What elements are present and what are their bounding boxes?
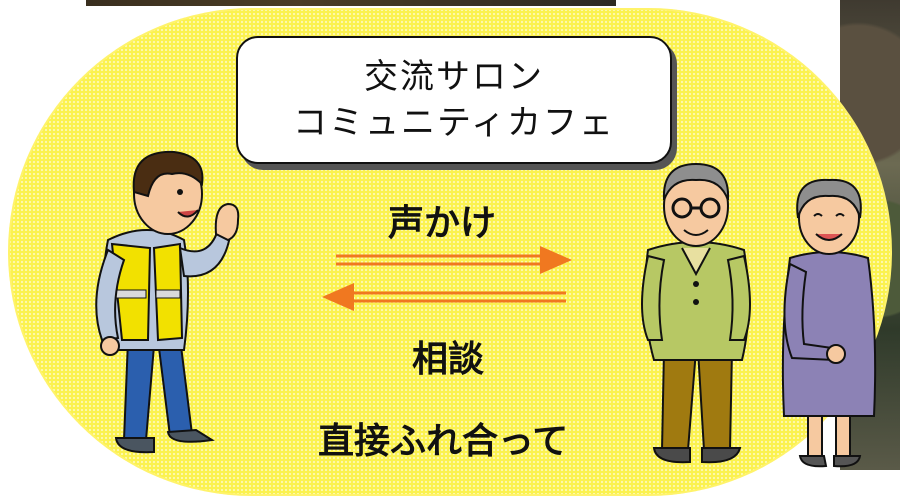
label-call-out: 声かけ bbox=[388, 203, 497, 244]
title-line-2: コミュニティカフェ bbox=[293, 103, 615, 143]
label-direct-contact: 直接ふれ合って bbox=[318, 421, 569, 462]
elderly-man-icon bbox=[641, 162, 751, 464]
arrow-right bbox=[336, 246, 572, 274]
background-photo-strip bbox=[86, 0, 616, 6]
label-consultation: 相談 bbox=[412, 339, 485, 380]
title-box: 交流サロン コミュニティカフェ bbox=[236, 36, 672, 164]
volunteer-waving-icon bbox=[95, 150, 240, 454]
title-line-1: 交流サロン bbox=[364, 57, 544, 97]
arrow-left bbox=[322, 283, 566, 311]
elderly-woman-icon bbox=[781, 178, 877, 468]
